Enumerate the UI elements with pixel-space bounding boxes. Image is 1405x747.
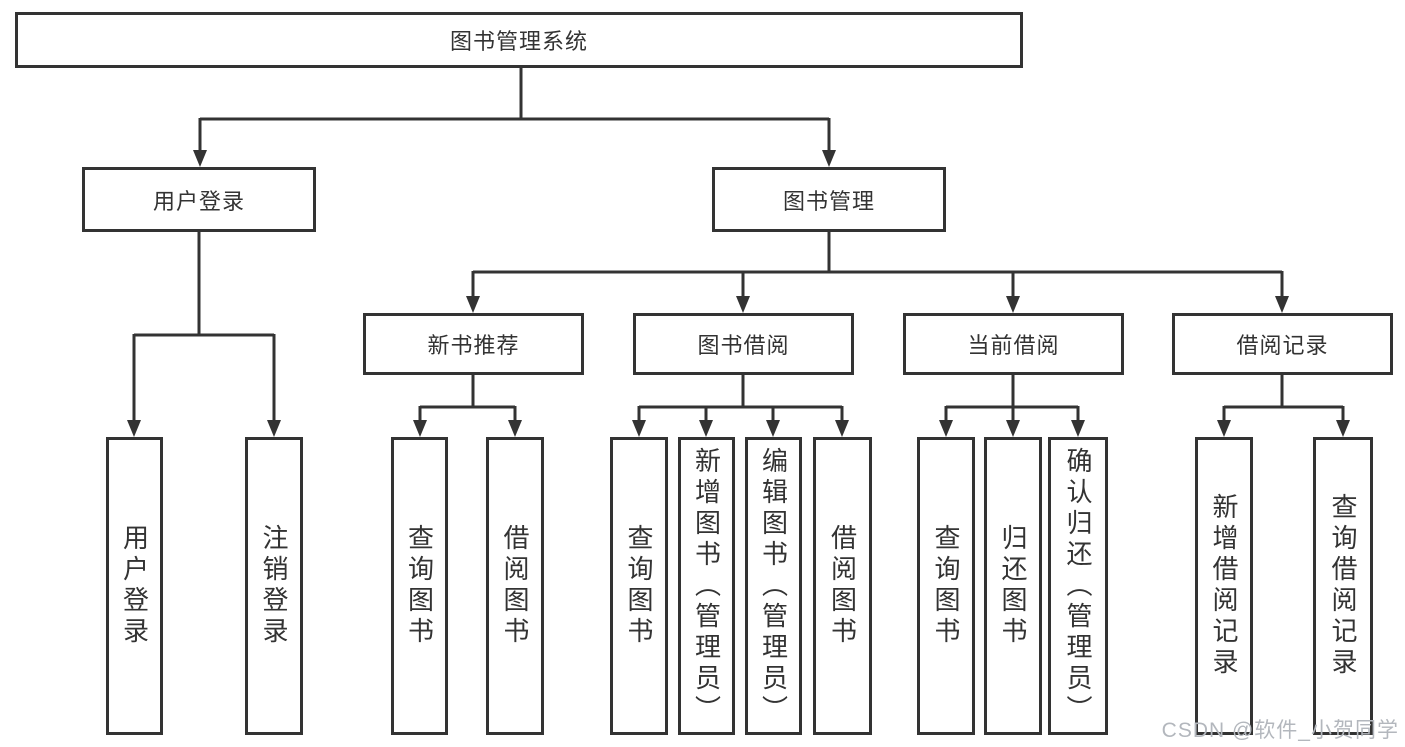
node-label: 借阅记录 <box>1236 333 1329 358</box>
arrowhead-icon <box>413 420 427 437</box>
node-label: 图书管理系统 <box>449 29 588 54</box>
node-borrow-books-recommend: 借阅图书 <box>486 437 544 735</box>
node-label: 查询图书 <box>931 524 961 648</box>
arrowhead-icon <box>835 420 849 437</box>
watermark: CSDN @软件_小贺同学 <box>1161 719 1399 742</box>
arrowhead-icon <box>1071 420 1085 437</box>
node-label: 查询图书 <box>404 524 435 648</box>
node-label: 新增图书（管理员） <box>691 446 722 726</box>
node-label: 新增借阅记录 <box>1209 493 1239 679</box>
node-user-login-leaf: 用户登录 <box>106 437 163 735</box>
node-query-borrow-record: 查询借阅记录 <box>1313 437 1373 735</box>
arrowhead-icon <box>193 150 207 167</box>
node-current-borrowing: 当前借阅 <box>903 313 1124 375</box>
arrowhead-icon <box>939 420 953 437</box>
node-borrowing-records: 借阅记录 <box>1172 313 1393 375</box>
node-query-books-current: 查询图书 <box>917 437 975 735</box>
node-label: 用户登录 <box>119 524 150 648</box>
node-return-books: 归还图书 <box>984 437 1042 735</box>
node-add-borrow-record: 新增借阅记录 <box>1195 437 1253 735</box>
node-confirm-return-admin: 确认归还（管理员） <box>1048 437 1108 735</box>
node-label: 查询图书 <box>624 524 654 648</box>
node-logout: 注销登录 <box>245 437 303 735</box>
node-label: 用户登录 <box>152 188 245 214</box>
arrowhead-icon <box>1006 420 1020 437</box>
arrowhead-icon <box>1006 296 1020 313</box>
arrowhead-icon <box>267 420 281 437</box>
node-query-books-borrow: 查询图书 <box>610 437 668 735</box>
arrowhead-icon <box>1336 420 1350 437</box>
node-label: 借阅图书 <box>500 524 530 648</box>
node-library-system: 图书管理系统 <box>15 12 1023 68</box>
arrowhead-icon <box>1275 296 1289 313</box>
arrowhead-icon <box>632 420 646 437</box>
node-book-borrowing: 图书借阅 <box>633 313 854 375</box>
node-user-login: 用户登录 <box>82 167 316 232</box>
arrowhead-icon <box>1217 420 1231 437</box>
arrowhead-icon <box>699 420 713 437</box>
node-edit-books-admin: 编辑图书（管理员） <box>745 437 802 735</box>
node-label: 当前借阅 <box>967 333 1060 358</box>
arrowhead-icon <box>466 296 480 313</box>
node-label: 借阅图书 <box>827 524 858 648</box>
node-add-books-admin: 新增图书（管理员） <box>678 437 735 735</box>
arrowhead-icon <box>736 296 750 313</box>
node-new-book-recommend: 新书推荐 <box>363 313 584 375</box>
node-label: 编辑图书（管理员） <box>758 446 789 726</box>
node-label: 图书借阅 <box>697 333 790 358</box>
node-label: 归还图书 <box>998 524 1028 648</box>
arrowhead-icon <box>766 420 780 437</box>
node-label: 注销登录 <box>259 524 289 648</box>
node-query-books-recommend: 查询图书 <box>391 437 448 735</box>
arrowhead-icon <box>508 420 522 437</box>
node-label: 确认归还（管理员） <box>1063 446 1093 726</box>
arrowhead-icon <box>127 420 141 437</box>
node-label: 新书推荐 <box>427 333 520 358</box>
node-label: 图书管理 <box>782 188 875 214</box>
node-book-management: 图书管理 <box>712 167 946 232</box>
node-label: 查询借阅记录 <box>1328 493 1358 679</box>
node-borrow-books-leaf: 借阅图书 <box>813 437 872 735</box>
arrowhead-icon <box>822 150 836 167</box>
